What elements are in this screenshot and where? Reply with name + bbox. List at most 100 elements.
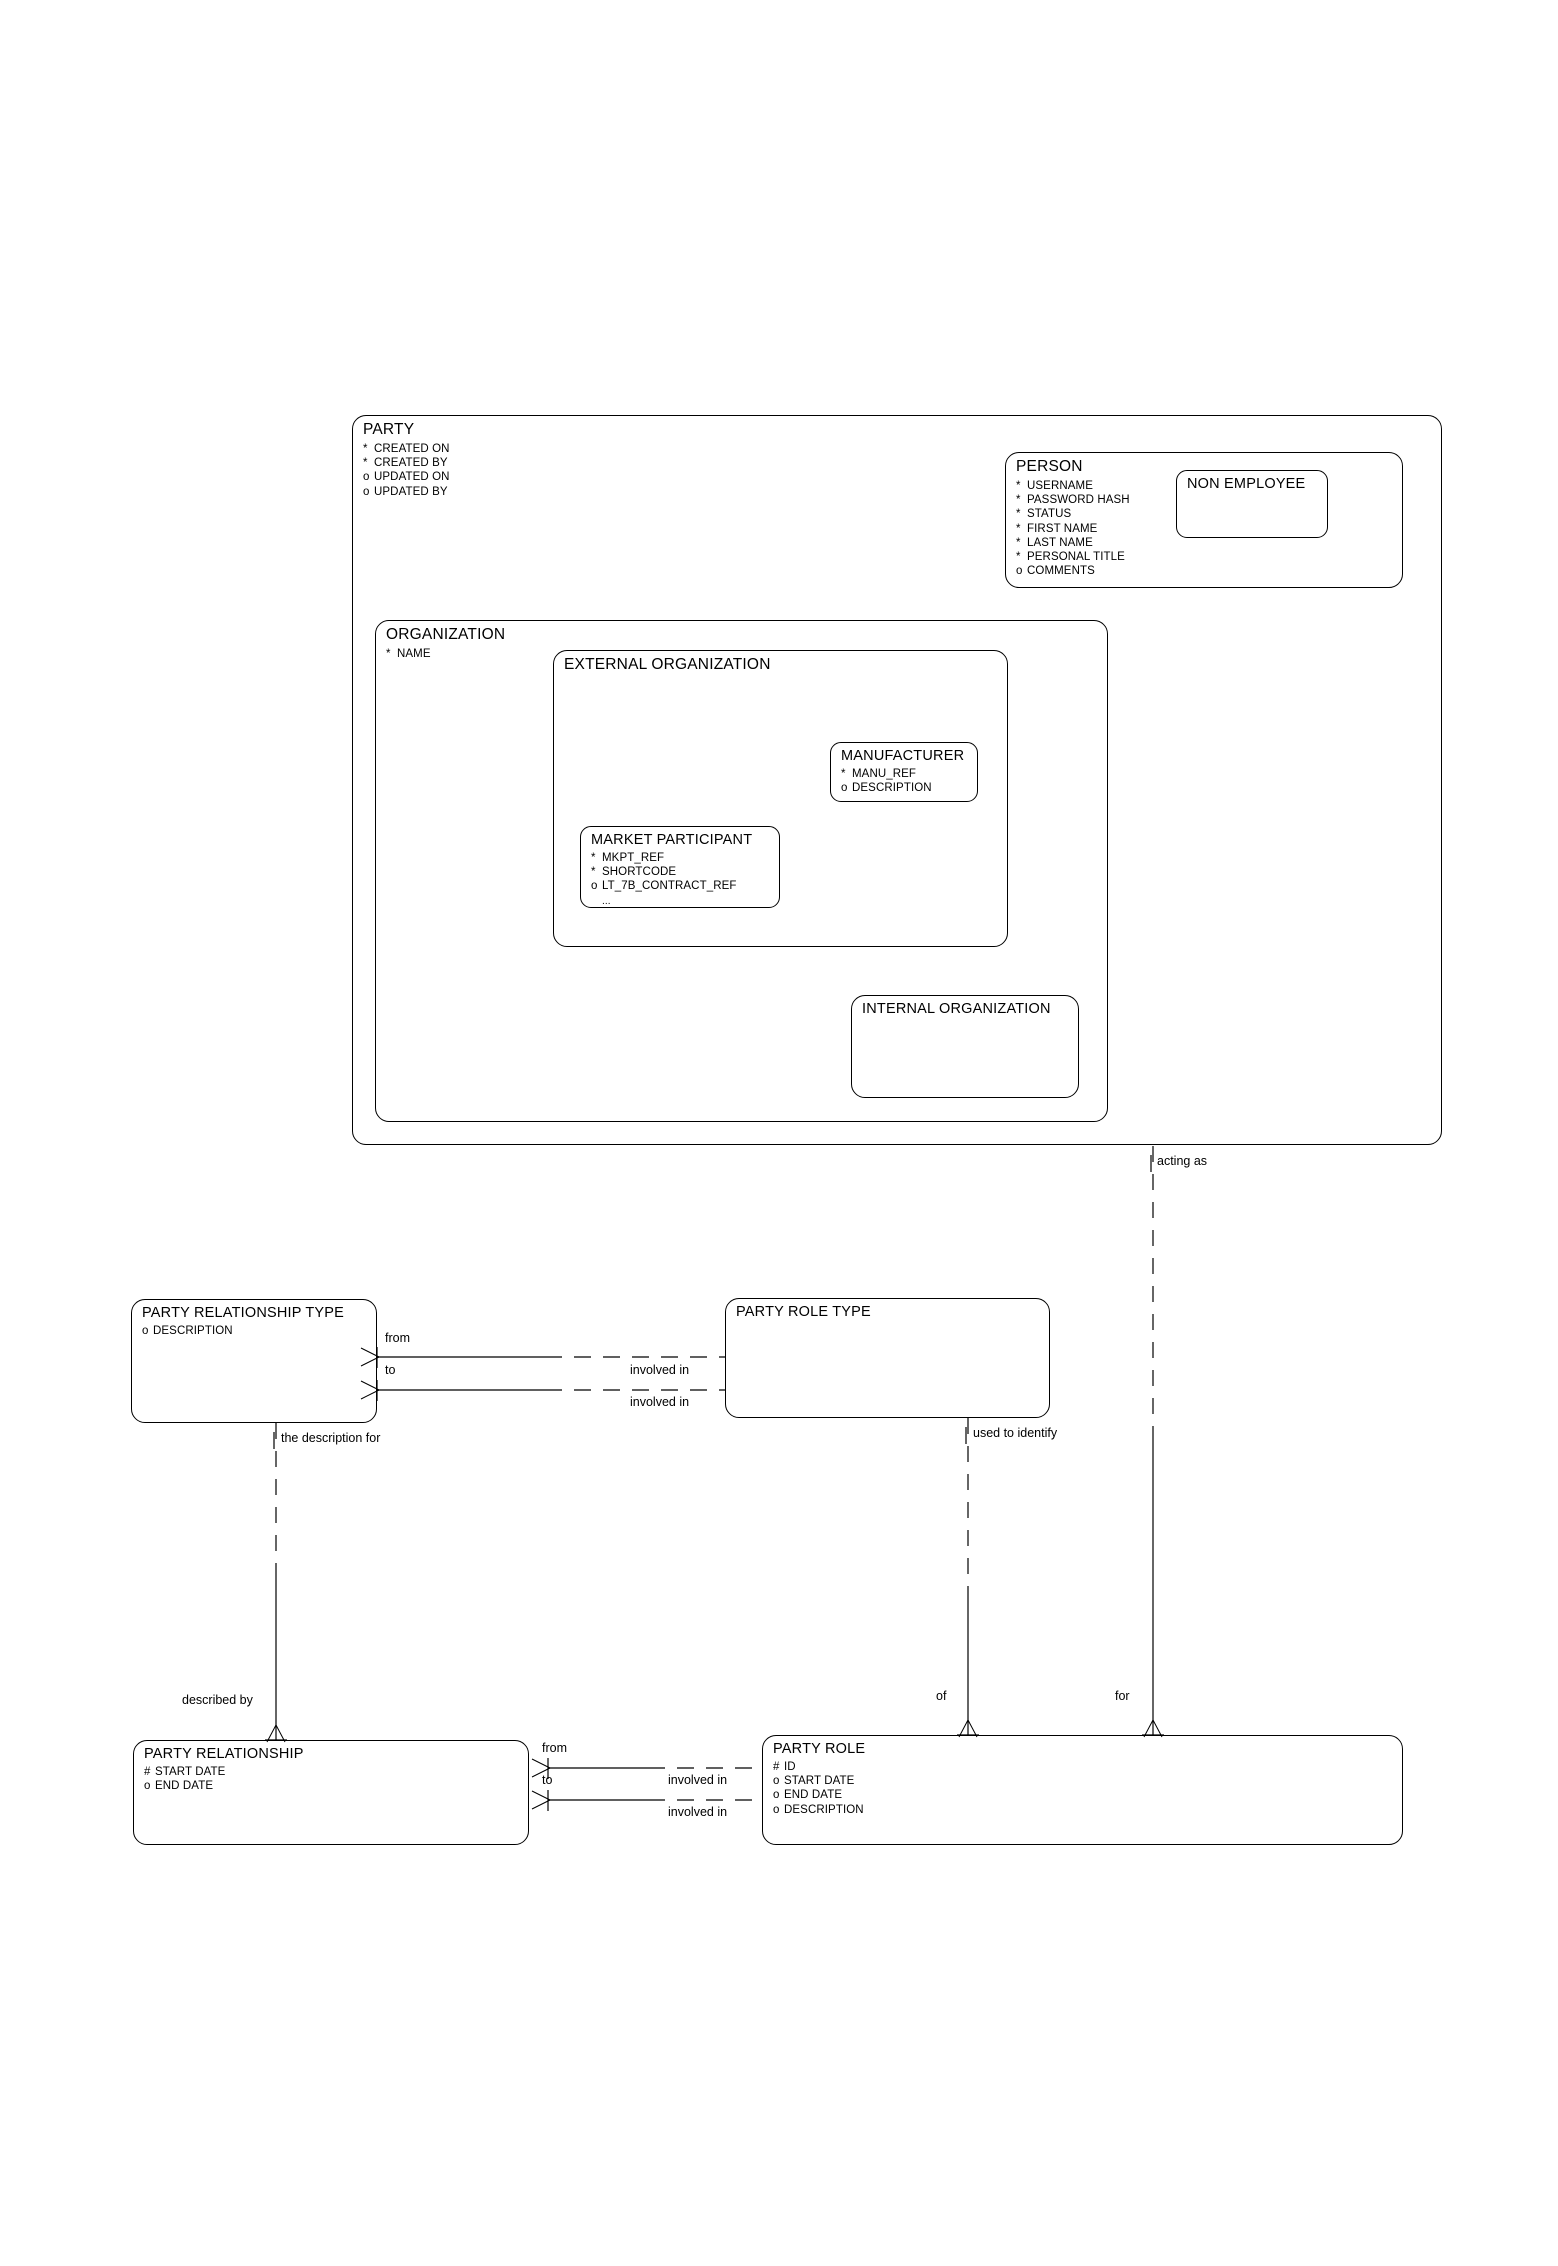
entity-party[interactable]: PARTY * CREATED ON * CREATED BY o UPDATED O… — [352, 415, 1442, 1145]
entity-party-role-type-title: PARTY ROLE TYPE — [736, 1304, 871, 1320]
attr-mark: * — [841, 768, 846, 780]
attr-mark: o — [142, 1325, 149, 1337]
entity-external-organization[interactable]: EXTERNAL ORGANIZATION — [553, 650, 1008, 947]
label-the-description-for: the description for — [281, 1431, 381, 1445]
attr-name: DESCRIPTION — [153, 1325, 233, 1337]
entity-organization-title: ORGANIZATION — [386, 626, 506, 643]
attr-name: ... — [602, 895, 611, 907]
attr-mark: o — [773, 1789, 780, 1802]
attr-mark: o — [363, 471, 370, 484]
entity-person-attributes: *USERNAME *PASSWORD HASH *STATUS *FIRST … — [1016, 479, 1130, 578]
attr-mark: o — [591, 880, 598, 893]
attribute-row: o END DATE — [773, 1788, 864, 1802]
entity-party-relationship-title: PARTY RELATIONSHIP — [144, 1746, 304, 1762]
attr-name: PASSWORD HASH — [1027, 494, 1130, 507]
attribute-row: * LAST NAME — [1016, 536, 1130, 550]
attr-mark: * — [1016, 536, 1021, 549]
attr-mark: * — [1016, 551, 1021, 564]
relationship-used-to-identify — [957, 1418, 979, 1738]
entity-organization[interactable]: ORGANIZATION *NAME — [375, 620, 1108, 1122]
label-used-to-identify: used to identify — [973, 1426, 1058, 1440]
label-pr-involved-in-2: involved in — [668, 1805, 728, 1819]
attr-name: MKPT_REF — [602, 852, 665, 864]
attr-mark: * — [363, 443, 368, 455]
label-of: of — [936, 1689, 947, 1703]
entity-person-title: PERSON — [1016, 458, 1083, 475]
attr-name: START DATE — [155, 1766, 226, 1778]
entity-market-participant[interactable]: MARKET PARTICIPANT * MKPT_REF * SHORTCODE … — [580, 826, 780, 908]
attr-mark: o — [773, 1803, 780, 1816]
entity-party-role-type[interactable]: PARTY ROLE TYPE — [725, 1298, 1050, 1418]
attr-mark: # — [773, 1761, 780, 1773]
label-prt-from: from — [385, 1331, 410, 1345]
entity-external-organization-title: EXTERNAL ORGANIZATION — [564, 656, 771, 673]
attr-name: UPDATED BY — [374, 485, 448, 498]
attr-name: END DATE — [784, 1789, 843, 1802]
attribute-row: * USERNAME — [1016, 479, 1130, 493]
attr-mark: * — [363, 457, 368, 470]
relationship-acting-as — [1142, 1146, 1164, 1738]
attribute-row: *PERSONAL TITLE — [1016, 550, 1130, 564]
entity-market-participant-title: MARKET PARTICIPANT — [591, 832, 753, 848]
attr-name: FIRST NAME — [1027, 522, 1098, 535]
attr-mark: * — [591, 866, 596, 879]
attr-mark: o — [144, 1780, 151, 1793]
attr-mark: * — [386, 648, 391, 660]
entity-internal-organization-title: INTERNAL ORGANIZATION — [862, 1001, 1051, 1017]
entity-manufacturer-title: MANUFACTURER — [841, 748, 965, 764]
label-pr-involved-in-1: involved in — [668, 1773, 728, 1787]
label-prt-involved-in-2: involved in — [630, 1395, 690, 1409]
entity-party-relationship-type-title: PARTY RELATIONSHIP TYPE — [142, 1305, 345, 1321]
attr-name: COMMENTS — [1027, 565, 1095, 578]
attr-name: STATUS — [1027, 508, 1072, 521]
attr-mark: * — [1016, 508, 1021, 521]
attr-name: START DATE — [784, 1775, 855, 1788]
attr-name: DESCRIPTION — [852, 782, 932, 795]
attribute-row: o COMMENTS — [1016, 564, 1130, 578]
entity-non-employee[interactable]: NON EMPLOYEE — [1176, 470, 1328, 538]
attr-mark: o — [363, 485, 370, 498]
attr-name: CREATED BY — [374, 457, 448, 470]
label-acting-as: acting as — [1157, 1154, 1208, 1168]
attribute-row: * CREATED ON — [363, 442, 450, 456]
entity-party-relationship-type[interactable]: PARTY RELATIONSHIP TYPE o DESCRIPTION — [131, 1299, 377, 1423]
attribute-row: #ID — [773, 1760, 864, 1774]
attr-name: CREATED ON — [374, 443, 450, 455]
attr-mark: o — [1016, 565, 1023, 578]
label-described-by: described by — [182, 1693, 253, 1707]
attribute-row: o UPDATED ON — [363, 470, 450, 484]
label-for: for — [1115, 1689, 1130, 1703]
attr-mark: * — [1016, 480, 1021, 492]
relationship-described-by — [265, 1423, 287, 1743]
entity-party-relationship-type-attributes: o DESCRIPTION — [142, 1324, 233, 1338]
relationship-pr-to — [531, 1790, 762, 1811]
label-prt-involved-in-1: involved in — [630, 1363, 690, 1377]
attr-name: SHORTCODE — [602, 866, 677, 879]
entity-party-title: PARTY — [363, 421, 415, 438]
relationship-pr-from — [531, 1758, 762, 1779]
attr-name: USERNAME — [1027, 480, 1093, 492]
attr-name: UPDATED ON — [374, 471, 450, 484]
attribute-row: * CREATED BY — [363, 456, 450, 470]
entity-organization-attributes: *NAME — [386, 647, 431, 661]
entity-internal-organization[interactable]: INTERNAL ORGANIZATION — [851, 995, 1079, 1098]
attr-name: LAST NAME — [1027, 536, 1093, 549]
attribute-row: * SHORTCODE — [591, 865, 737, 879]
entity-person[interactable]: PERSON *USERNAME *PASSWORD HASH *STATUS … — [1005, 452, 1403, 588]
attribute-row: *FIRST NAME — [1016, 522, 1130, 536]
attribute-row: *PASSWORD HASH — [1016, 493, 1130, 507]
attribute-row: *MANU_REF — [841, 767, 932, 781]
